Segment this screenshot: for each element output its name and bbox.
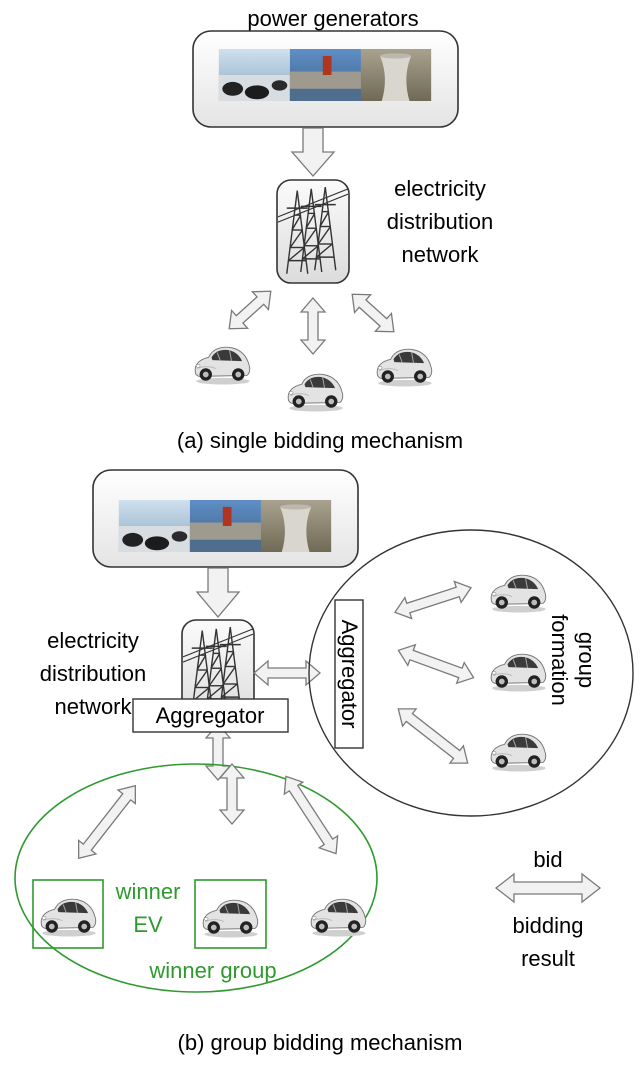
- double-arrow: [228, 290, 272, 330]
- double-arrow: [253, 659, 321, 687]
- winner-ev-box: [32, 879, 104, 949]
- double-arrow: [299, 297, 327, 355]
- network-label-line1: electricity: [394, 176, 486, 201]
- power-generators-label: power generators: [247, 6, 418, 31]
- double-arrow: [283, 775, 339, 855]
- winner-group-label: winner group: [148, 958, 276, 983]
- caption-a: (a) single bidding mechanism: [177, 428, 463, 453]
- network-label-line2: distribution: [387, 209, 493, 234]
- aggregator-box-bottom: [132, 698, 289, 733]
- aggregator-box-right: [334, 599, 364, 749]
- car-icon: [310, 898, 367, 937]
- car-icon: [194, 346, 251, 385]
- legend-double-arrow: [494, 872, 602, 904]
- legend-result-line2: result: [521, 946, 575, 971]
- legend-result-line1: bidding: [513, 913, 584, 938]
- winner-group-ellipse: [14, 763, 378, 993]
- network-label-line2: distribution: [40, 661, 146, 686]
- car-icon: [40, 898, 97, 937]
- car-icon: [376, 348, 433, 387]
- group-label-line1: group: [574, 632, 599, 688]
- network-label-line3: network: [401, 242, 479, 267]
- winner-ev-label-line2: EV: [133, 912, 163, 937]
- generators-box: [192, 30, 459, 128]
- power-plant-photos-icon: [118, 500, 332, 552]
- network-label-line3: network: [54, 694, 132, 719]
- generators-box: [92, 469, 359, 568]
- group-formation-circle: [308, 529, 634, 817]
- caption-b: (b) group bidding mechanism: [178, 1030, 463, 1055]
- car-icon: [202, 899, 259, 938]
- double-arrow: [77, 784, 137, 860]
- winner-ev-label-line1: winner: [115, 879, 181, 904]
- double-arrow: [397, 643, 475, 685]
- winner-ev-box: [194, 879, 267, 949]
- power-plant-photos-icon: [218, 49, 432, 101]
- aggregator-bottom-label: Aggregator: [156, 703, 265, 728]
- car-icon: [287, 373, 344, 412]
- double-arrow: [218, 763, 246, 825]
- car-icon: [490, 574, 547, 613]
- car-icon: [490, 653, 547, 692]
- tower-box: [276, 179, 350, 284]
- flow-arrow-down: [290, 127, 336, 177]
- group-label-line2: formation: [547, 614, 572, 706]
- double-arrow: [397, 708, 469, 764]
- flow-arrow-down: [195, 567, 241, 619]
- car-icon: [490, 733, 547, 772]
- double-arrow: [393, 580, 473, 620]
- legend-bid-label: bid: [533, 847, 562, 872]
- aggregator-right-label: Aggregator: [337, 620, 362, 729]
- double-arrow: [351, 293, 395, 333]
- network-label-line1: electricity: [47, 628, 139, 653]
